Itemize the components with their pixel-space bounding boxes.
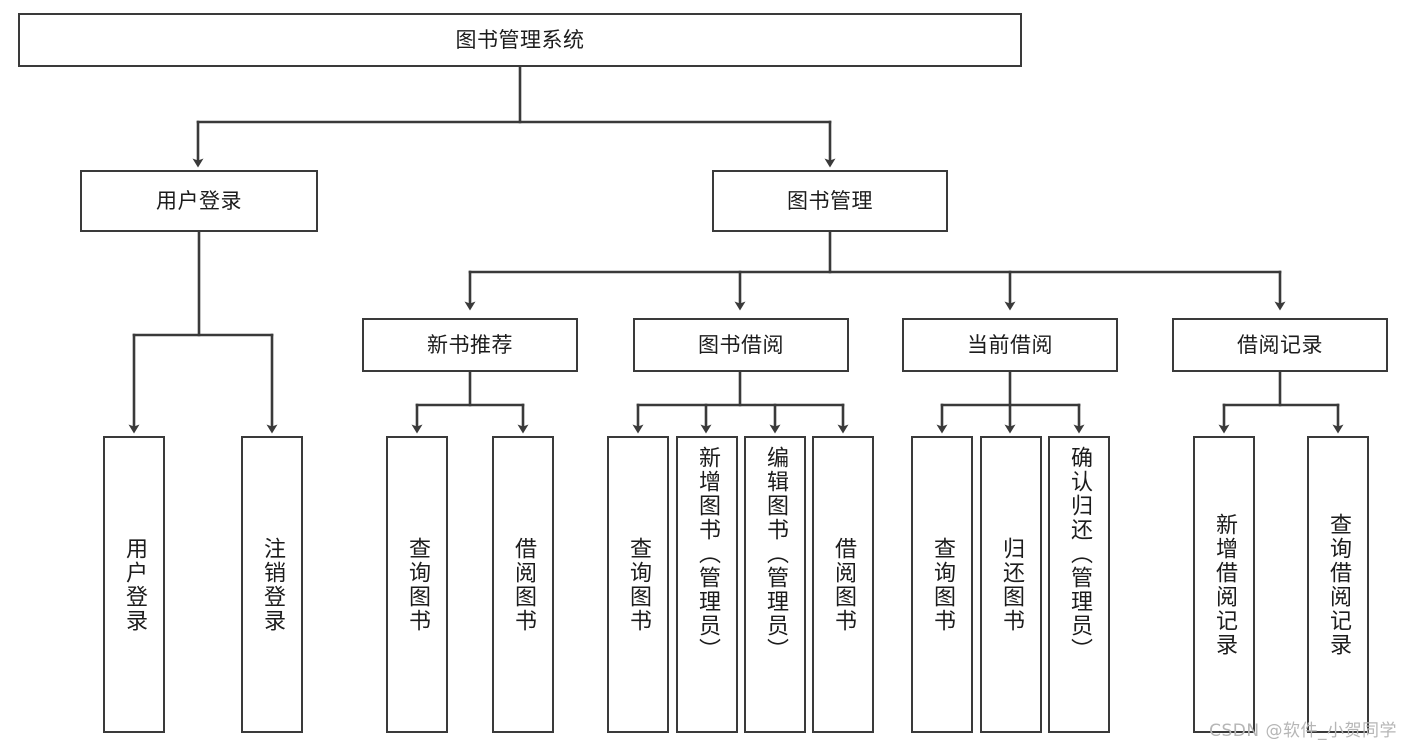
node-leaf-query-borrow-record[interactable]: 查询借阅记录 [1307, 436, 1369, 733]
node-leaf-edit-book-admin[interactable]: 编辑图书（管理员） [744, 436, 806, 733]
node-label: 图书管理系统 [455, 27, 585, 52]
node-label: 归还图书 [999, 536, 1024, 633]
node-leaf-borrow-book-recommend[interactable]: 借阅图书 [492, 436, 554, 733]
node-label: 编辑图书（管理员） [763, 446, 788, 662]
node-leaf-return-book[interactable]: 归还图书 [980, 436, 1042, 733]
node-label: 图书管理 [787, 188, 873, 213]
node-label: 查询图书 [930, 536, 955, 633]
node-label: 查询图书 [405, 536, 430, 633]
node-leaf-add-borrow-record[interactable]: 新增借阅记录 [1193, 436, 1255, 733]
node-label: 新书推荐 [427, 332, 513, 357]
node-leaf-borrow-book-borrow[interactable]: 借阅图书 [812, 436, 874, 733]
node-leaf-query-book-recommend[interactable]: 查询图书 [386, 436, 448, 733]
node-leaf-user-login[interactable]: 用户登录 [103, 436, 165, 733]
node-label: 借阅记录 [1237, 332, 1323, 357]
node-label: 用户登录 [156, 188, 242, 213]
node-current-borrow[interactable]: 当前借阅 [902, 318, 1118, 372]
node-label: 确认归还（管理员） [1067, 446, 1092, 662]
node-root-book-management-system[interactable]: 图书管理系统 [18, 13, 1022, 67]
node-leaf-user-logout[interactable]: 注销登录 [241, 436, 303, 733]
node-label: 借阅图书 [831, 536, 856, 633]
node-leaf-query-book-borrow[interactable]: 查询图书 [607, 436, 669, 733]
node-label: 当前借阅 [967, 332, 1053, 357]
node-label: 查询图书 [626, 536, 651, 633]
node-label: 新增图书（管理员） [695, 446, 720, 662]
node-label: 查询借阅记录 [1326, 512, 1351, 657]
node-user-login[interactable]: 用户登录 [80, 170, 318, 232]
node-label: 用户登录 [122, 536, 147, 633]
node-label: 注销登录 [260, 536, 285, 633]
node-book-management[interactable]: 图书管理 [712, 170, 948, 232]
node-leaf-confirm-return-admin[interactable]: 确认归还（管理员） [1048, 436, 1110, 733]
node-leaf-query-book-current[interactable]: 查询图书 [911, 436, 973, 733]
node-label: 借阅图书 [511, 536, 536, 633]
node-book-borrow[interactable]: 图书借阅 [633, 318, 849, 372]
node-new-book-recommend[interactable]: 新书推荐 [362, 318, 578, 372]
node-leaf-add-book-admin[interactable]: 新增图书（管理员） [676, 436, 738, 733]
node-label: 新增借阅记录 [1212, 512, 1237, 657]
node-borrow-record[interactable]: 借阅记录 [1172, 318, 1388, 372]
node-label: 图书借阅 [698, 332, 784, 357]
